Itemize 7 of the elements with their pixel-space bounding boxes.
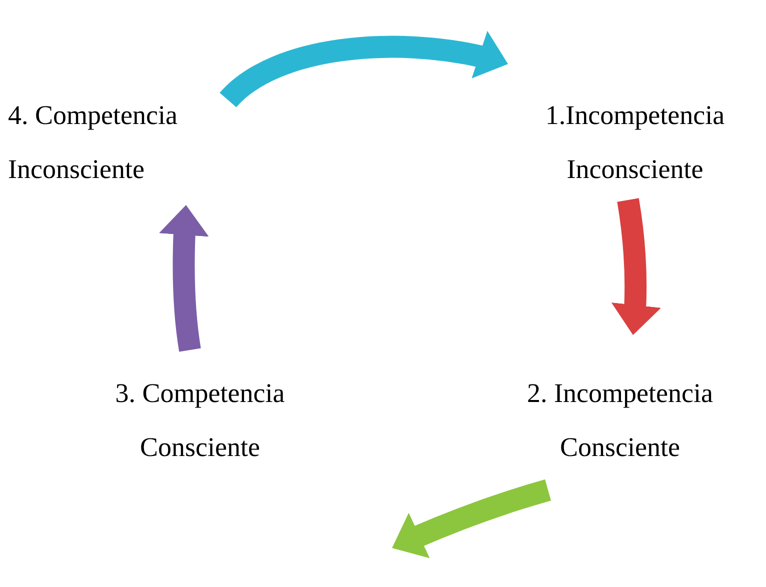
stage-label: 1.Incompetencia Inconsciente	[544, 99, 726, 186]
stage-label: 4. Competencia Inconsciente	[8, 99, 178, 186]
curved-arrow	[220, 32, 511, 108]
curved-arrow	[610, 198, 661, 336]
curved-arrow	[159, 204, 210, 352]
stage-label: 3. Competencia Consciente	[114, 377, 286, 464]
stage-label: 2. Incompetencia Consciente	[526, 377, 714, 464]
